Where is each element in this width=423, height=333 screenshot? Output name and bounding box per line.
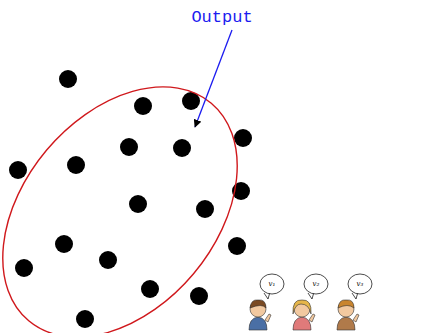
output-region	[0, 42, 285, 333]
points	[9, 70, 252, 328]
speech-text: v₃	[357, 281, 364, 288]
output-label: Output	[191, 9, 252, 26]
speech-bubbles	[260, 274, 372, 299]
pointer-arrow	[195, 30, 232, 127]
speech-text: v₂	[313, 281, 320, 288]
speech-text: v₁	[269, 281, 276, 288]
people	[249, 300, 359, 330]
